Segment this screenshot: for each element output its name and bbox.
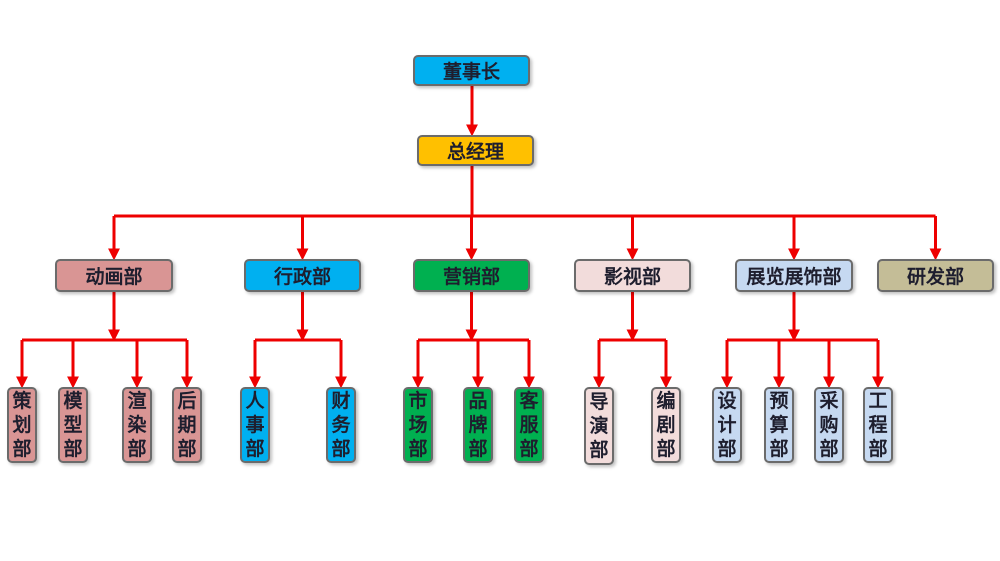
general-manager-box: 总经理 [417,135,534,166]
department-box: 影视部 [574,259,691,292]
department-label: 展览展饰部 [746,266,842,288]
chairman-box: 董事长 [413,55,530,86]
sub-department-box: 编剧部 [651,387,681,463]
sub-department-box: 设计部 [712,387,742,463]
department-box: 展览展饰部 [735,259,853,292]
sub-department-box: 人事部 [240,387,270,463]
sub-department-box: 工程部 [863,387,893,463]
department-box: 研发部 [877,259,994,292]
department-box: 营销部 [413,259,530,292]
sub-department-box: 渲染部 [122,387,152,463]
sub-department-box: 客服部 [514,387,544,463]
sub-department-box: 导演部 [584,387,614,465]
sub-department-box: 策划部 [7,387,37,463]
sub-department-box: 品牌部 [463,387,493,463]
sub-department-box: 采购部 [814,387,844,463]
chairman-label: 董事长 [442,61,500,83]
sub-department-box: 市场部 [403,387,433,463]
department-label: 研发部 [906,266,964,288]
sub-department-box: 后期部 [172,387,202,463]
department-label: 影视部 [603,266,661,288]
department-box: 动画部 [55,259,173,292]
department-label: 动画部 [85,266,143,288]
general-manager-label: 总经理 [446,141,504,163]
department-label: 营销部 [442,266,500,288]
department-box: 行政部 [244,259,361,292]
sub-department-box: 财务部 [326,387,356,463]
department-label: 行政部 [273,266,331,288]
sub-department-box: 预算部 [764,387,794,463]
sub-department-box: 模型部 [58,387,88,463]
